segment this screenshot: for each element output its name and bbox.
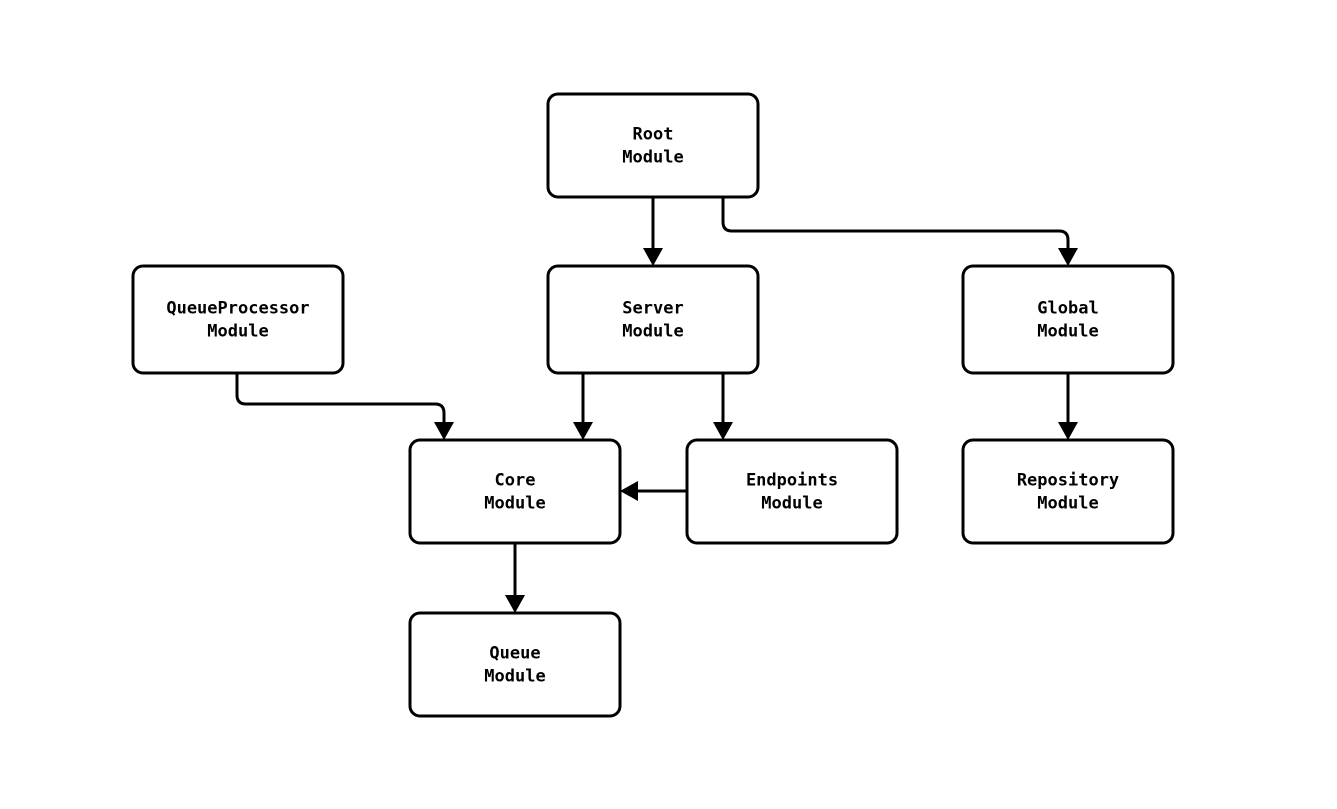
edge-server-to-core-arrowhead [573, 422, 593, 440]
edge-queueprocessor-to-core [235, 373, 454, 440]
edge-queueprocessor-to-core-line [235, 373, 446, 422]
edge-root-to-global-line [721, 197, 1070, 248]
queueprocessor-module-box[interactable] [131, 264, 345, 375]
edge-server-to-endpoints-arrowhead [713, 422, 733, 440]
edge-server-to-endpoints [713, 373, 733, 440]
queueprocessor-module-label-line2: Module [207, 322, 268, 342]
edge-endpoints-to-core [620, 481, 687, 501]
endpoints-module-label-line2: Module [761, 494, 822, 514]
queue-module-label-line1: Queue [489, 644, 540, 664]
edge-global-to-repository-arrowhead [1058, 422, 1078, 440]
core-module-label-line2: Module [484, 494, 545, 514]
repository-module-box[interactable] [961, 438, 1175, 545]
queue-module-box[interactable] [408, 611, 622, 718]
repository-module-label-line2: Module [1037, 494, 1098, 514]
edge-core-to-queue [505, 543, 525, 613]
edge-endpoints-to-core-arrowhead [620, 481, 638, 501]
root-module-box[interactable] [546, 92, 760, 199]
edge-core-to-queue-arrowhead [505, 595, 525, 613]
edge-queueprocessor-to-core-arrowhead [434, 422, 454, 440]
edge-layer [235, 197, 1078, 613]
edge-root-to-server-arrowhead [643, 248, 663, 266]
global-module-box[interactable] [961, 264, 1175, 375]
queueprocessor-module-label-line1: QueueProcessor [166, 299, 309, 319]
core-module-label-line1: Core [495, 471, 536, 491]
server-module-label-line2: Module [622, 322, 683, 342]
root-module-label-line2: Module [622, 148, 683, 168]
root-module-label-line1: Root [633, 125, 674, 145]
node-layer: RootModuleQueueProcessorModuleServerModu… [131, 92, 1175, 718]
global-module-label-line1: Global [1037, 299, 1098, 319]
server-module-box[interactable] [546, 264, 760, 375]
repository-module-label-line1: Repository [1017, 471, 1119, 491]
global-module-label-line2: Module [1037, 322, 1098, 342]
edge-root-to-global-arrowhead [1058, 248, 1078, 266]
server-module-label-line1: Server [622, 299, 683, 319]
endpoints-module-label-line1: Endpoints [746, 471, 838, 491]
core-module-box[interactable] [408, 438, 622, 545]
edge-global-to-repository [1058, 373, 1078, 440]
endpoints-module-box[interactable] [685, 438, 899, 545]
edge-root-to-global [721, 197, 1078, 266]
edge-root-to-server [643, 197, 663, 266]
edge-server-to-core [573, 373, 593, 440]
queue-module-label-line2: Module [484, 667, 545, 687]
